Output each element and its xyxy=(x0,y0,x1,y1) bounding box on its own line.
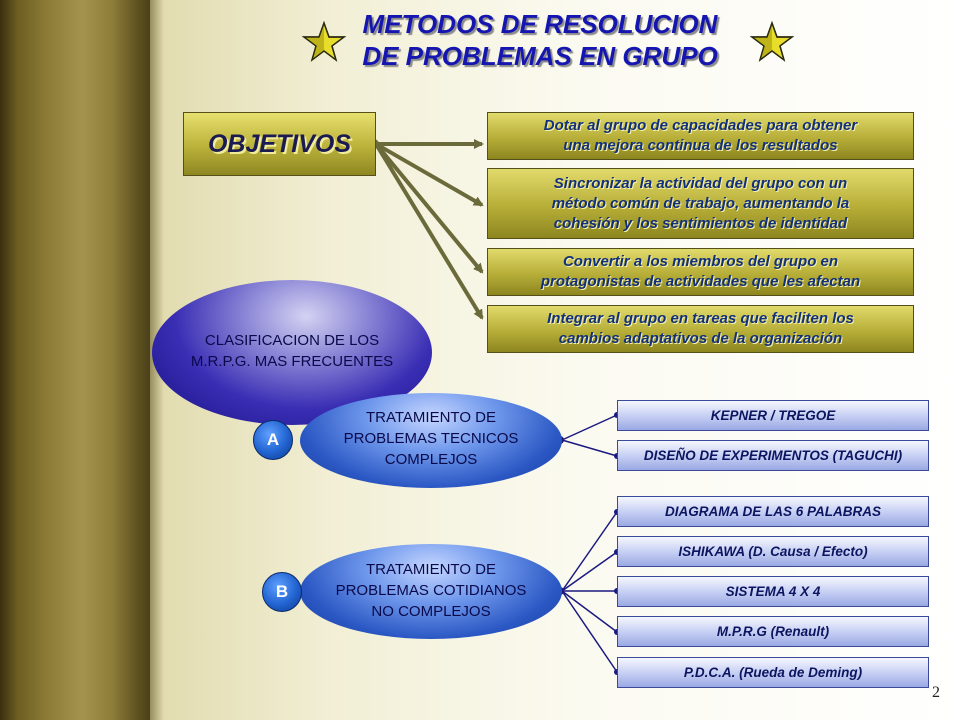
page-number: 2 xyxy=(932,684,940,701)
objective-1-line-1: Dotar al grupo de capacidades para obten… xyxy=(543,117,858,134)
method-box-6-palabras: DIAGRAMA DE LAS 6 PALABRAS xyxy=(617,496,929,527)
objective-2-line-3: cohesión y los sentimientos de identidad xyxy=(553,214,848,232)
badge-b: B xyxy=(262,572,302,612)
objective-4-line-2: cambios adaptativos de la organización xyxy=(558,330,843,347)
badge-a: A xyxy=(253,420,293,460)
objective-box-3: Convertir a los miembros del grupo en pr… xyxy=(487,248,914,296)
title-line-2: DE PROBLEMAS EN GRUPO xyxy=(362,41,718,71)
star-icon xyxy=(302,20,346,62)
page-title: METODOS DE RESOLUCION DE PROBLEMAS EN GR… xyxy=(330,8,750,72)
group-a-line-1: TRATAMIENTO DE xyxy=(365,409,496,426)
method-box-ishikawa: ISHIKAWA (D. Causa / Efecto) xyxy=(617,536,929,567)
clasificacion-line-2: M.R.P.G. MAS FRECUENTES xyxy=(190,353,394,370)
objective-box-4: Integrar al grupo en tareas que facilite… xyxy=(487,305,914,353)
objective-2-line-2: método común de trabajo, aumentando la xyxy=(551,194,850,212)
group-b-line-3: NO COMPLEJOS xyxy=(371,603,491,620)
objective-4-line-1: Integrar al grupo en tareas que facilite… xyxy=(547,310,854,327)
group-a-line-2: PROBLEMAS TECNICOS xyxy=(343,430,519,447)
objective-1-line-2: una mejora continua de los resultados xyxy=(563,137,838,154)
objetivos-box: OBJETIVOS xyxy=(183,112,376,176)
clasificacion-label: CLASIFICACION DE LOS M.R.P.G. MAS FRECUE… xyxy=(152,330,432,372)
objective-box-2: Sincronizar la actividad del grupo con u… xyxy=(487,168,914,239)
method-box-pdca: P.D.C.A. (Rueda de Deming) xyxy=(617,657,929,688)
group-b-line-2: PROBLEMAS COTIDIANOS xyxy=(335,582,527,599)
arrow-objective-4 xyxy=(374,142,484,320)
method-box-mprg: M.P.R.G (Renault) xyxy=(617,616,929,647)
objective-3-line-2: protagonistas de actividades que les afe… xyxy=(540,273,861,290)
group-a-line-3: COMPLEJOS xyxy=(384,451,478,468)
method-box-4x4: SISTEMA 4 X 4 xyxy=(617,576,929,607)
objective-3-line-1: Convertir a los miembros del grupo en xyxy=(562,253,839,270)
arrow-objective-2 xyxy=(375,142,484,207)
group-b-line-1: TRATAMIENTO DE xyxy=(365,561,496,578)
title-line-1: METODOS DE RESOLUCION xyxy=(362,9,718,39)
decorative-side-bar xyxy=(0,0,150,720)
objective-box-1: Dotar al grupo de capacidades para obten… xyxy=(487,112,914,160)
group-a-label: TRATAMIENTO DE PROBLEMAS TECNICOS COMPLE… xyxy=(300,407,562,470)
method-box-kepner: KEPNER / TREGOE xyxy=(617,400,929,431)
group-a-ellipse xyxy=(300,393,562,488)
method-box-taguchi: DISEÑO DE EXPERIMENTOS (TAGUCHI) xyxy=(617,440,929,471)
star-icon xyxy=(750,20,794,62)
arrow-objective-3 xyxy=(374,142,484,274)
group-b-label: TRATAMIENTO DE PROBLEMAS COTIDIANOS NO C… xyxy=(300,559,562,622)
group-b-ellipse xyxy=(300,544,562,639)
objective-2-line-1: Sincronizar la actividad del grupo con u… xyxy=(553,174,848,192)
clasificacion-line-1: CLASIFICACION DE LOS xyxy=(204,332,380,349)
